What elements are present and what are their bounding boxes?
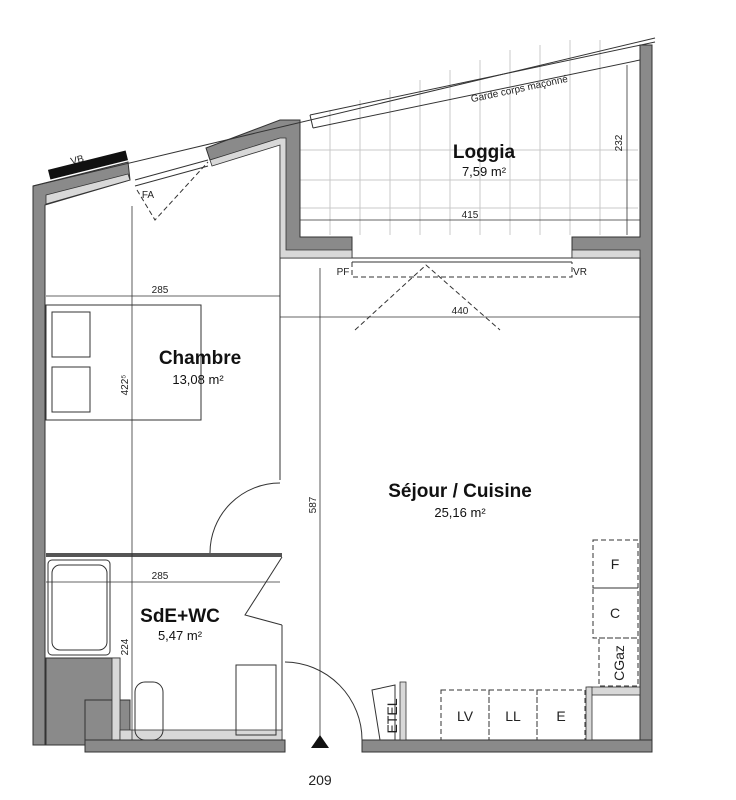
sink-label: E	[556, 708, 565, 724]
entrance-arrow-icon	[311, 735, 329, 748]
room-area-sejour: 25,16 m²	[434, 505, 486, 520]
vr-label: VR	[573, 267, 587, 278]
pf-label: PF	[337, 267, 350, 278]
unit-number: 209	[308, 772, 332, 788]
dim-sejour-width: 440	[452, 306, 469, 317]
right-wall	[571, 44, 653, 751]
room-name-sejour: Séjour / Cuisine	[388, 481, 532, 502]
dim-sde-depth: 224	[120, 638, 131, 655]
gas-meter-label: CGaz	[611, 645, 627, 681]
cooker-label: C	[610, 605, 620, 621]
room-name-sde: SdE+WC	[140, 606, 220, 627]
furniture	[45, 304, 396, 741]
dim-loggia-depth: 232	[614, 134, 625, 151]
dimension-lines	[46, 65, 640, 740]
dim-chambre-width: 285	[152, 285, 169, 296]
dim-loggia-width: 415	[462, 210, 479, 221]
insulation	[571, 249, 641, 259]
fa-label: FA	[142, 190, 155, 201]
washing-machine-label: LL	[505, 708, 521, 724]
dim-sejour-depth: 587	[308, 496, 319, 513]
room-area-loggia: 7,59 m²	[462, 164, 507, 179]
room-area-sde: 5,47 m²	[158, 628, 203, 643]
room-name-chambre: Chambre	[159, 348, 241, 369]
fridge-label: F	[611, 556, 620, 572]
kitchen-equipment	[440, 539, 639, 741]
facade	[32, 37, 656, 746]
etel-label: ETEL	[384, 698, 400, 733]
interior-walls	[45, 258, 653, 753]
dim-chambre-depth: 422⁵	[120, 375, 131, 396]
dishwasher-label: LV	[457, 708, 474, 724]
room-name-loggia: Loggia	[453, 142, 516, 163]
loggia-tiles	[300, 40, 638, 235]
vb-label: VB	[70, 154, 86, 168]
dim-sde-width: 285	[152, 571, 169, 582]
room-area-chambre: 13,08 m²	[172, 372, 224, 387]
